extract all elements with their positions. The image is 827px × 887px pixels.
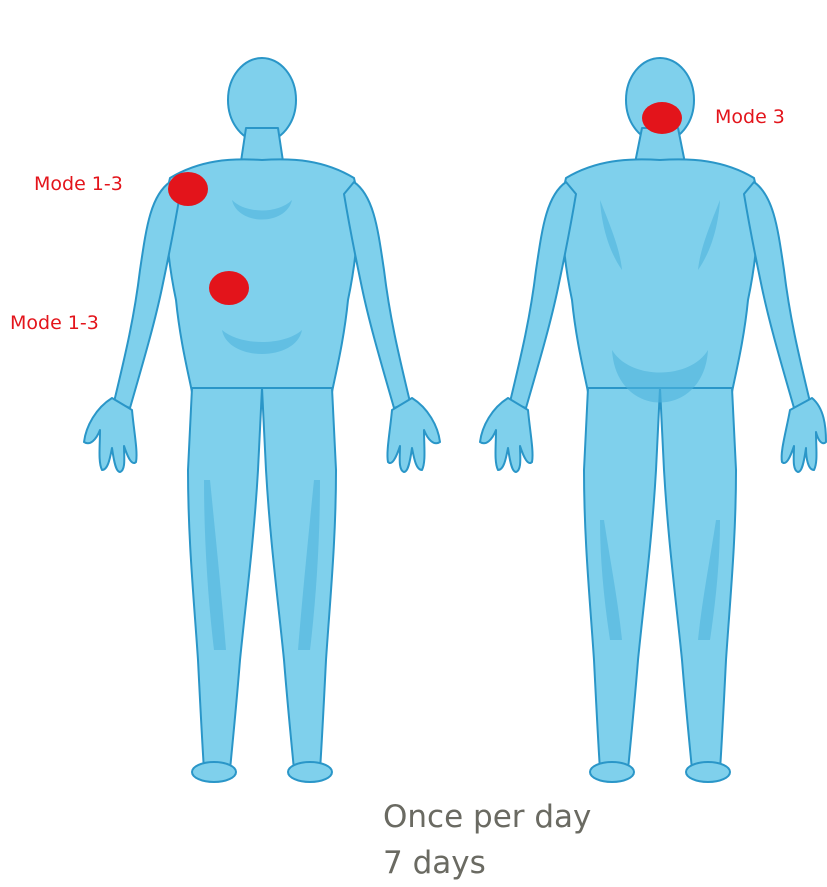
schedule-duration-text: 7 days (383, 848, 486, 879)
marker-label-front-abdomen: Mode 1-3 (10, 314, 99, 333)
marker-back-neck (642, 102, 682, 134)
front-body-figure (84, 58, 440, 782)
marker-label-front-shoulder: Mode 1-3 (34, 175, 123, 194)
marker-front-shoulder (168, 172, 208, 206)
schedule-frequency-text: Once per day (383, 802, 591, 833)
back-body-figure (480, 58, 826, 782)
marker-front-abdomen (209, 271, 249, 305)
marker-label-back-neck: Mode 3 (715, 108, 785, 127)
